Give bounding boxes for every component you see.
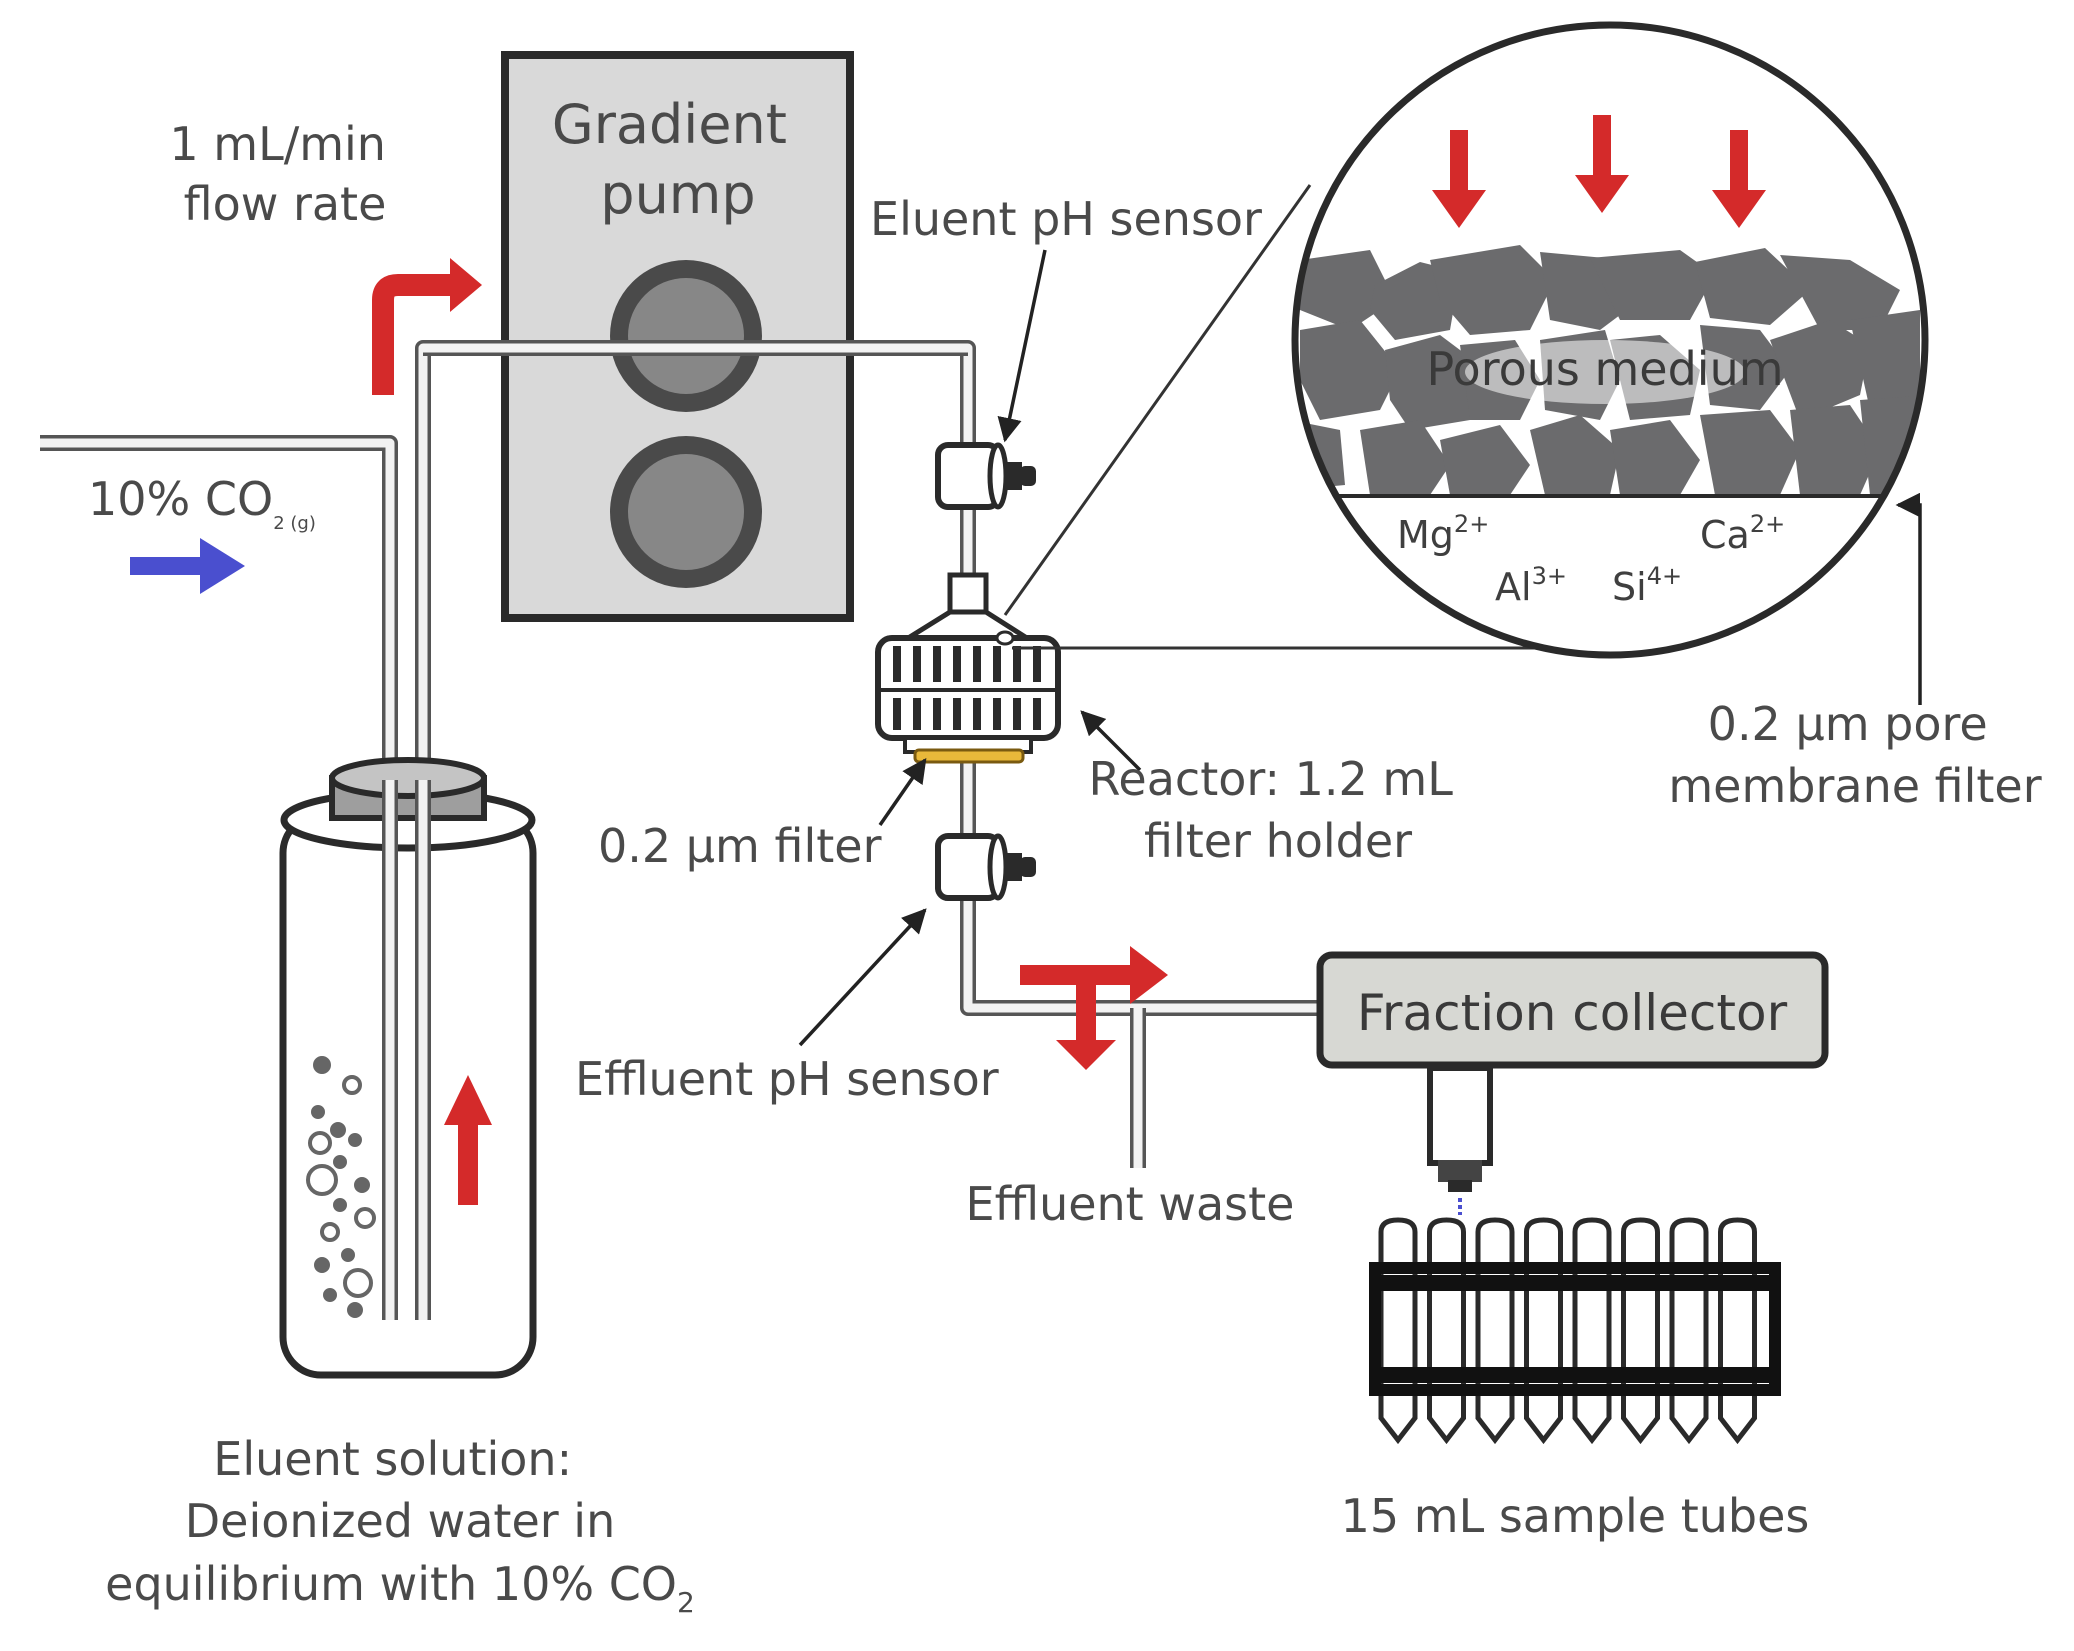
ion-aluminum: Al3+ [1495,562,1567,609]
eluent-solution-label-line3: equilibrium with 10% CO2 [105,1557,695,1619]
effluent-sensor-leader [798,908,927,1047]
magnified-view-callout [1003,184,1545,650]
gas-inlet-tube [40,435,398,780]
reactor-label: Reactor: 1.2 mL filter holder [1089,752,1468,868]
effluent-waste-label: Effluent waste [966,1177,1295,1231]
sample-tubes-label: 15 mL sample tubes [1341,1489,1810,1543]
tube-rack-bar [1375,1275,1775,1291]
sample-tube [1524,1217,1563,1445]
eluent-solution-label: Eluent solution: Deionized water in [185,1432,615,1548]
reactor-filter-holder [875,572,1061,764]
eluent-sensor-leader [997,249,1047,443]
ion-silicon: Si4+ [1612,562,1682,609]
sample-tube [1475,1217,1515,1445]
bottle-flow-up-arrow [444,1075,492,1205]
gradient-pump [501,51,854,622]
sample-tube [1427,1217,1466,1445]
gas-inlet-arrow [130,538,245,594]
leader-arrows [798,249,1922,1047]
membrane-filter-label: 0.2 µm pore membrane filter [1668,697,2041,813]
filter-leader [878,757,927,826]
effluent-ph-sensor-label: Effluent pH sensor [575,1052,999,1106]
sample-tube [1378,1217,1418,1445]
effluent-tube-to-collector [960,895,1320,1016]
filter-label: 0.2 µm filter [598,819,882,873]
reactor-leader [1080,710,1142,772]
sample-tube [1718,1217,1757,1445]
pump-inlet-arrow [372,274,455,395]
membrane-leader [1895,492,1922,705]
flow-rate-label: 1 mL/min flow rate [169,117,400,231]
sample-tube-rack [1369,1217,1781,1445]
gradient-pump-label: Gradient pump [552,93,804,226]
effluent-ph-sensor [935,833,1036,901]
flow-direction-arrows [130,258,1168,1205]
effluent-split-arrows [1020,946,1168,1070]
eluent-bottle [279,757,537,1379]
bottle-body [279,811,537,1379]
filter-ring [913,748,1025,764]
magnified-flow-arrows [1432,115,1766,228]
eluent-ph-sensor-label: Eluent pH sensor [870,192,1262,246]
co2-gas-label: 10% CO2 (g) [88,472,316,534]
sample-tube [1621,1217,1660,1445]
porous-medium-label: Porous medium [1426,342,1783,396]
ion-magnesium: Mg2+ [1397,510,1489,557]
tube-rack-frame [1369,1262,1781,1396]
tube-rack-bar [1375,1367,1775,1383]
magnifier-circle [1291,21,1929,659]
gas-bubbles [306,1056,376,1318]
fraction-collector-label: Fraction collector [1357,984,1788,1042]
eluent-ph-sensor [935,442,1036,510]
ion-calcium: Ca2+ [1700,510,1785,557]
collector-body [1316,951,1829,1069]
magnified-porous-medium [1291,21,1929,659]
fraction-collector [1316,951,1829,1215]
sample-tube [1669,1217,1709,1445]
sample-tube [1572,1217,1612,1445]
collector-nozzle [1427,1065,1493,1166]
